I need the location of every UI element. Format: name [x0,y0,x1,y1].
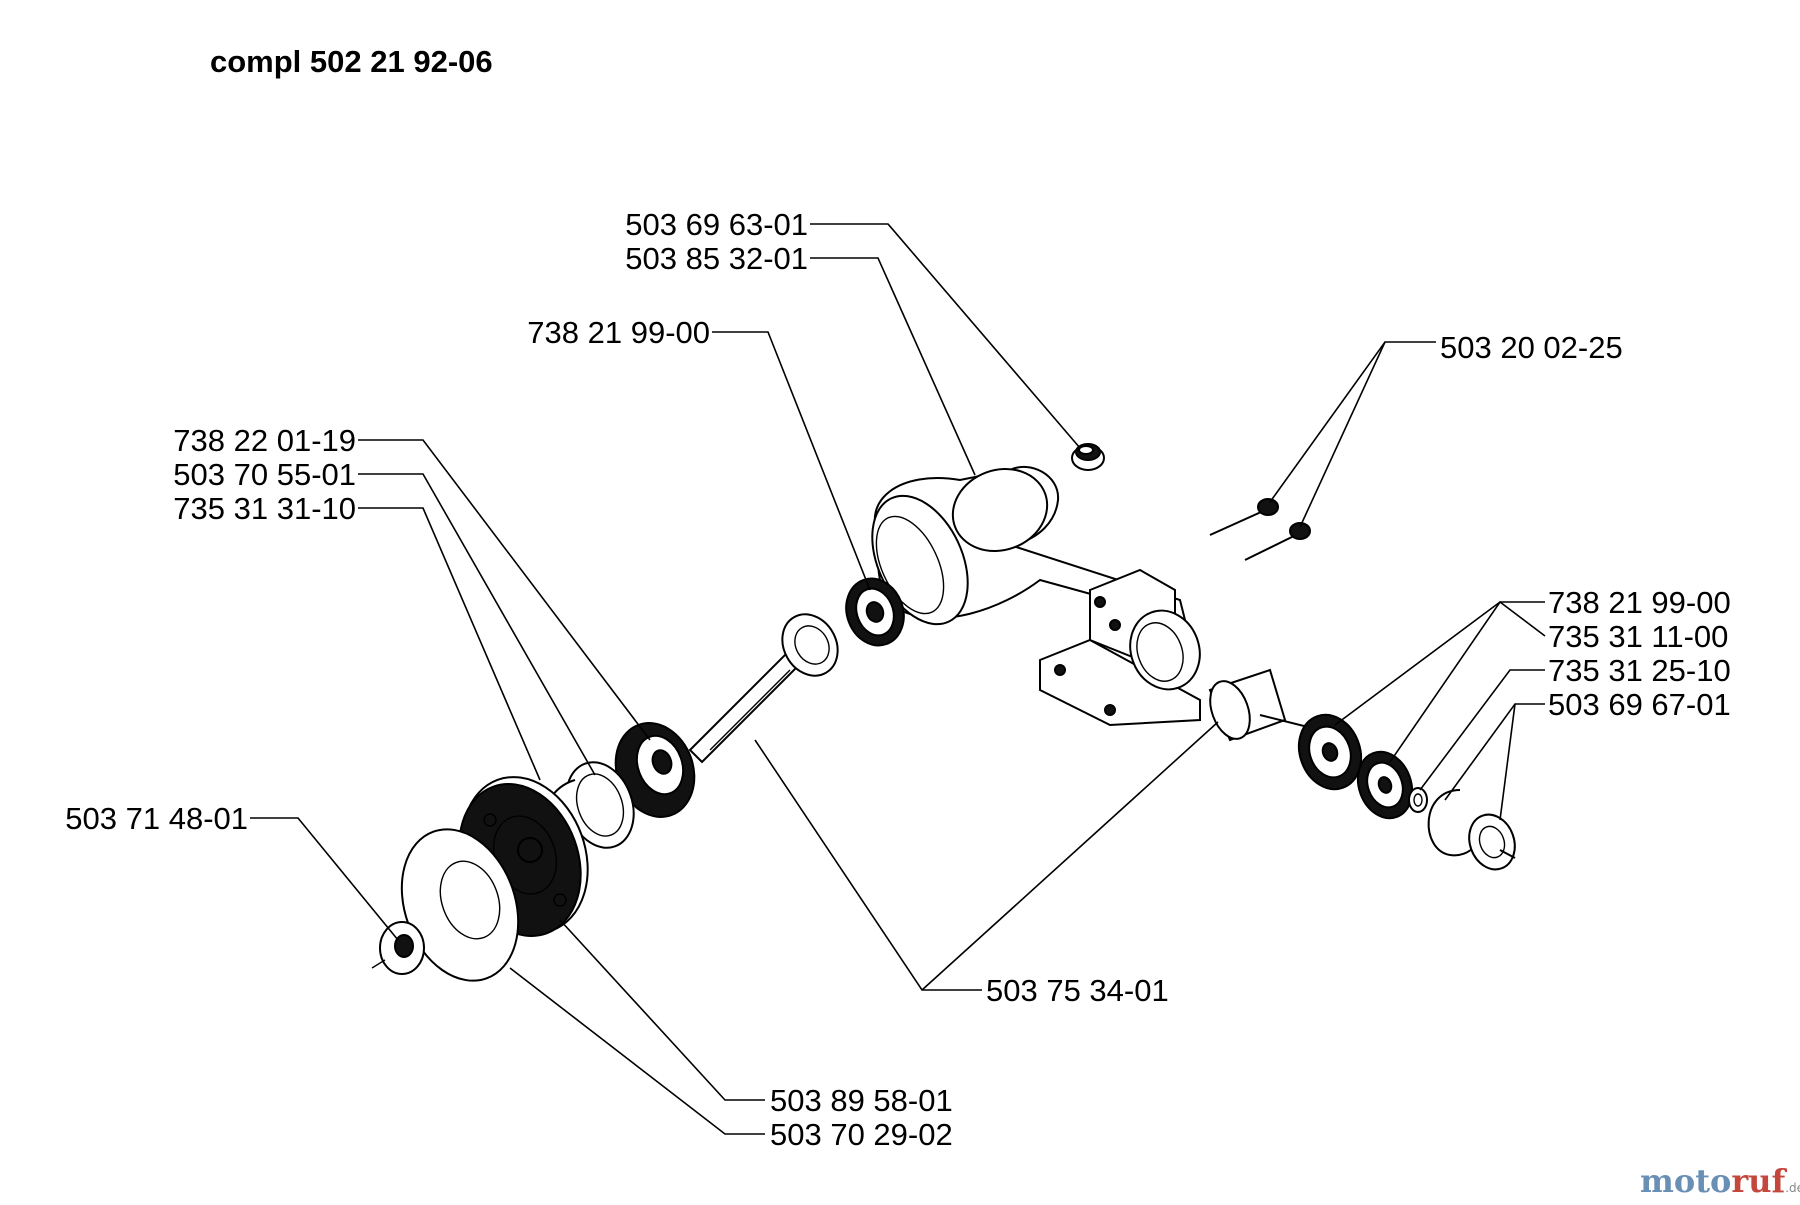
label-503-75-34-01: 503 75 34-01 [986,973,1169,1008]
label-503-70-29-02: 503 70 29-02 [770,1117,953,1152]
label-503-69-67-01: 503 69 67-01 [1548,687,1731,722]
svg-text:motoruf.de: motoruf.de [1640,1162,1800,1200]
label-503-70-55-01: 503 70 55-01 [173,457,356,492]
upper-bearing [845,577,905,647]
parts-drawing [371,443,1516,982]
end-cap [1468,813,1516,871]
leader-lines [250,223,1546,1135]
watermark-logo: motoruf.de [1640,1162,1800,1200]
washer [1408,787,1428,813]
label-738-21-99-00-right: 738 21 99-00 [1548,585,1731,620]
label-503-85-32-01: 503 85 32-01 [625,241,808,276]
watermark-part2: ruf [1731,1162,1787,1200]
nut [371,921,425,975]
label-503-69-63-01: 503 69 63-01 [625,207,808,242]
label-735-31-31-10: 735 31 31-10 [173,491,356,526]
label-735-31-11-00: 735 31 11-00 [1548,619,1728,654]
watermark-part1: moto [1640,1162,1731,1200]
part-labels: 503 69 63-01 503 85 32-01 738 21 99-00 5… [65,207,1730,1152]
watermark-suffix: .de [1785,1181,1800,1195]
screws [1209,498,1311,561]
label-503-89-58-01: 503 89 58-01 [770,1083,953,1118]
pinion-shaft [688,613,839,764]
label-735-31-25-10: 735 31 25-10 [1548,653,1731,688]
label-503-71-48-01: 503 71 48-01 [65,801,248,836]
lower-bearing [614,722,696,818]
label-738-21-99-00-top: 738 21 99-00 [527,315,710,350]
right-bearing-1 [1297,713,1363,791]
bevel-gear [1208,668,1331,742]
label-503-20-02-25: 503 20 02-25 [1440,330,1623,365]
assembly-title: compl 502 21 92-06 [210,44,493,79]
plug-cap [1071,443,1105,471]
right-bearing-2 [1356,750,1414,820]
gear-housing [871,465,1201,727]
label-738-22-01-19: 738 22 01-19 [173,423,356,458]
